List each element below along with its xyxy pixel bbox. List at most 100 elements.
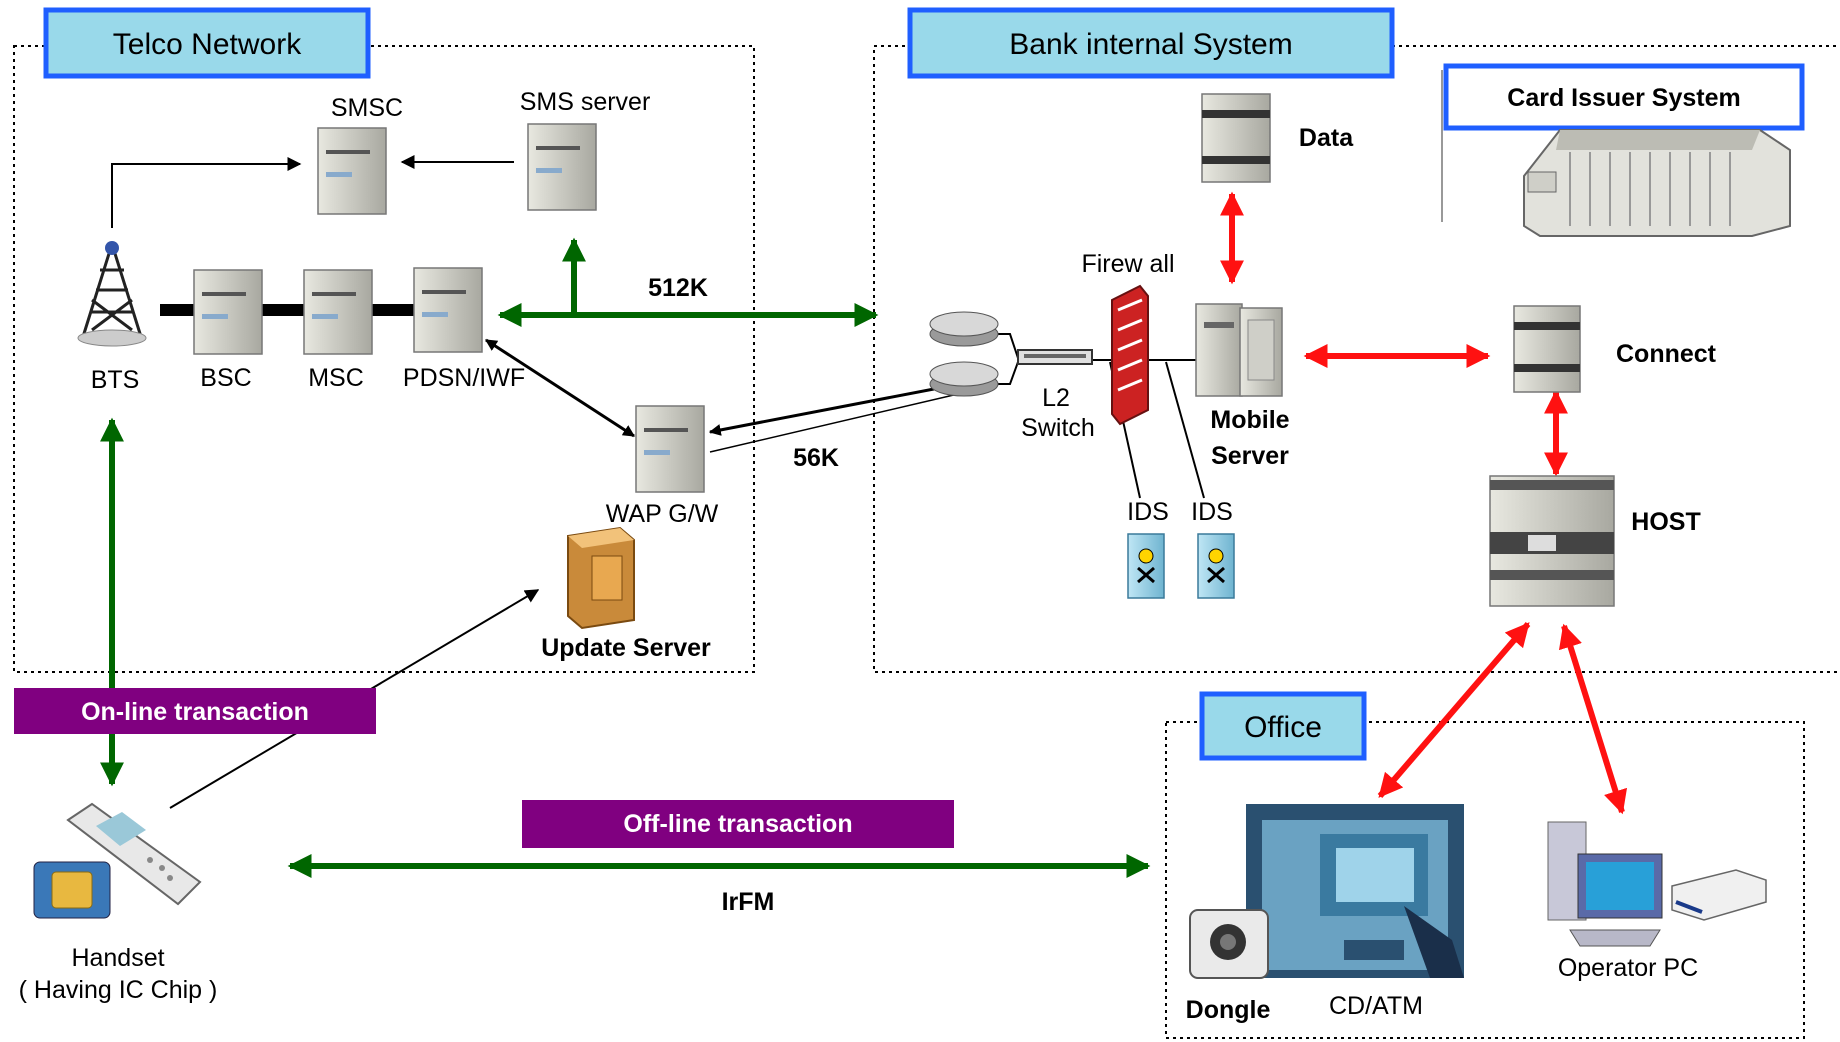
dongle-device-icon [1189, 909, 1269, 979]
server-icon [303, 269, 373, 355]
node-atm: CD/ATM [1246, 804, 1464, 1020]
handset-label-2: ( Having IC Chip ) [19, 976, 218, 1004]
link-512k-label: 512K [648, 274, 708, 302]
node-host: HOST [1489, 475, 1701, 607]
node-connect: Connect [1513, 305, 1717, 393]
l2-switch-label-1: L2 [1042, 384, 1070, 412]
bts-to-smsc-arrow [111, 157, 302, 228]
host-atm-red-arrow [1377, 622, 1531, 798]
switch-icon [1017, 349, 1093, 365]
node-bts: BTS [77, 241, 147, 394]
telco-zone-boundary [13, 45, 755, 673]
operator-pc-label: Operator PC [1558, 954, 1698, 982]
server-icon [635, 405, 705, 493]
mobile-server-label-2: Server [1211, 442, 1289, 470]
zone-bank-internal: Bank internal System [873, 7, 1840, 673]
handset-label-1: Handset [71, 944, 164, 972]
server-cabinet-icon [1195, 303, 1283, 397]
router-icon [929, 311, 999, 347]
wap-to-router-thin [709, 393, 959, 453]
online-banner-box [14, 688, 376, 734]
host-label: HOST [1631, 508, 1700, 536]
update-server-label: Update Server [541, 634, 711, 662]
node-ids-2: IDS [1191, 498, 1235, 599]
card-reader-icon [1671, 869, 1767, 921]
server-icon [193, 269, 263, 355]
node-ids-1: IDS [1127, 498, 1169, 599]
node-pdsn: PDSN/IWF [403, 267, 525, 392]
mobile-phone-icon [66, 802, 202, 906]
node-msc: MSC [303, 269, 373, 392]
card-issuer-header [1443, 63, 1805, 131]
msc-label: MSC [308, 364, 364, 392]
node-wap-gw: WAP G/W [606, 405, 719, 528]
router-icon [929, 361, 999, 397]
telco-zone-title: Telco Network [113, 28, 302, 61]
office-zone-header [1199, 691, 1367, 761]
wap-to-router-arrow [708, 380, 962, 436]
online-transaction-banner: On-line transaction [14, 688, 376, 734]
sim-chip-icon [33, 861, 111, 919]
node-operator-pc: Operator PC [1547, 821, 1767, 982]
link-56k-label: 56K [793, 444, 839, 472]
node-l2-switch: L2 Switch [1017, 349, 1095, 442]
server-tower-icon [1513, 305, 1581, 393]
bsc-label: BSC [200, 364, 251, 392]
server-tower-icon [1201, 93, 1271, 183]
antenna-tower-icon [77, 241, 147, 347]
ids-sensor-icon [1127, 533, 1165, 599]
smsc-label: SMSC [331, 94, 403, 122]
offline-banner-box [522, 800, 954, 848]
l2-switch-label-2: Switch [1021, 414, 1095, 442]
atm-photo-icon [1246, 804, 1464, 978]
node-firewall: Firew all [1081, 250, 1175, 426]
firewall-label: Firew all [1081, 250, 1174, 278]
ids-2-label: IDS [1191, 498, 1233, 526]
node-mobile-server: Mobile Server [1195, 303, 1290, 470]
zone-office: Office [1165, 691, 1805, 1039]
online-banner-text: On-line transaction [81, 698, 309, 726]
ids-1-label: IDS [1127, 498, 1169, 526]
bts-label: BTS [91, 366, 140, 394]
office-zone-boundary [1165, 721, 1805, 1039]
card-printer-machine-icon [1523, 129, 1791, 237]
mainframe-icon [1489, 475, 1615, 607]
node-bsc: BSC [193, 269, 263, 392]
node-data: Data [1201, 93, 1354, 183]
card-issuer-title: Card Issuer System [1507, 84, 1740, 112]
node-smsc: SMSC [317, 94, 403, 215]
host-operator-red-arrow [1558, 623, 1628, 815]
irfm-label: IrFM [722, 888, 775, 916]
server-icon [317, 127, 387, 215]
node-update-server: Update Server [541, 526, 711, 662]
ids2-tap-line [1165, 361, 1205, 499]
zone-telco-network: Telco Network [13, 7, 755, 673]
connect-label: Connect [1616, 340, 1717, 368]
ids-sensor-icon [1197, 533, 1235, 599]
desktop-computer-icon [1547, 821, 1663, 947]
router-to-switch-line [996, 333, 1019, 359]
offline-transaction-banner: Off-line transaction [522, 800, 954, 848]
node-card-printer [1523, 129, 1791, 237]
router2-to-switch-line [996, 361, 1019, 385]
office-zone-title: Office [1244, 711, 1322, 744]
zone-card-issuer: Card Issuer System [1441, 63, 1805, 222]
firewall-icon [1111, 284, 1149, 426]
server-icon [413, 267, 483, 353]
data-label: Data [1299, 124, 1354, 152]
pdsn-to-wap-arrow [484, 338, 636, 438]
file-server-icon [567, 526, 635, 630]
offline-banner-text: Off-line transaction [623, 810, 852, 838]
server-icon [527, 123, 597, 211]
wap-label: WAP G/W [606, 500, 719, 528]
connectors [100, 155, 1628, 878]
node-sms-server: SMS server [520, 88, 651, 211]
bank-zone-title: Bank internal System [1009, 28, 1292, 61]
node-dongle: Dongle [1186, 909, 1270, 1024]
pdsn-label: PDSN/IWF [403, 364, 525, 392]
sms-server-label: SMS server [520, 88, 651, 116]
telco-zone-header [43, 7, 371, 79]
mobile-server-label-1: Mobile [1210, 406, 1289, 434]
node-router-1 [929, 311, 999, 347]
